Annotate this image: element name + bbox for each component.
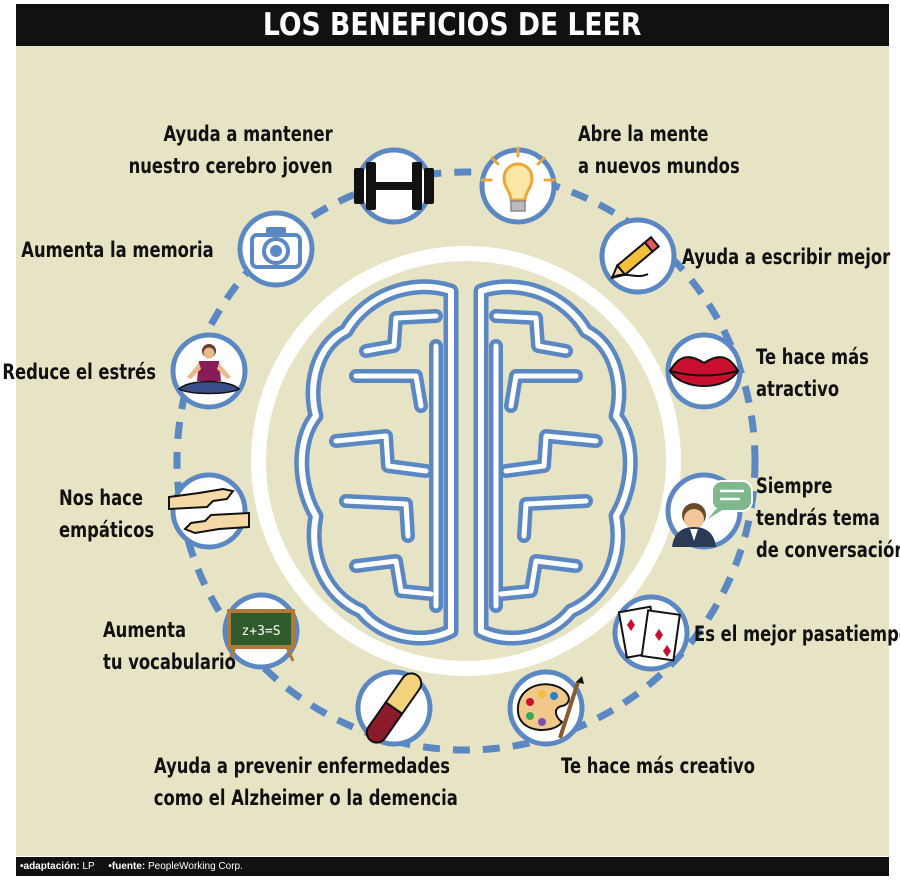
benefit-label-attractive: Te hace más atractivo — [756, 345, 869, 401]
adaptation-value: LP — [82, 861, 95, 872]
dashed-ring — [173, 168, 759, 754]
speech-bubble-icon — [672, 480, 753, 547]
pill-icon-circle — [355, 669, 433, 747]
benefit-label-creative: Te hace más creativo — [561, 754, 755, 778]
chalkboard-text: z+3=S — [241, 624, 280, 639]
pencil-icon-circle — [599, 217, 677, 295]
brain-icon — [294, 279, 638, 646]
footer-credits: •adaptación: LP •fuente: PeopleWorking C… — [16, 857, 889, 876]
page-title: LOS BENEFICIOS DE LEER — [263, 7, 642, 43]
lightbulb-icon — [480, 146, 556, 212]
benefit-label-stress: Reduce el estrés — [2, 360, 156, 384]
paint-palette-icon-circle — [507, 669, 585, 747]
benefit-label-conversation: Siempre tendrás tema de conversación — [756, 474, 900, 562]
source-label: •fuente: — [108, 861, 146, 872]
chalkboard-icon-circle: z+3=S — [222, 592, 300, 670]
hands-icon — [168, 487, 250, 535]
camera-icon-circle — [237, 210, 315, 288]
playing-cards-icon — [617, 605, 681, 662]
dumbbell-icon-circle — [354, 147, 434, 225]
lips-icon-circle — [665, 332, 743, 410]
pill-icon — [365, 672, 423, 744]
hands-icon-circle — [168, 472, 250, 550]
benefit-label-pastime: Es el mejor pasatiempo — [694, 622, 900, 646]
chalkboard-icon: z+3=S — [227, 609, 295, 662]
benefit-label-writing: Ayuda a escribir mejor — [682, 245, 891, 269]
playing-cards-icon-circle — [612, 594, 690, 672]
pencil-icon — [610, 235, 661, 280]
benefits-diagram: z+3=S — [168, 146, 759, 754]
adaptation-label: •adaptación: — [20, 861, 80, 872]
dumbbell-icon — [354, 162, 434, 210]
camera-icon — [250, 227, 302, 269]
benefit-label-open-mind: Abre la mente a nuevos mundos — [578, 122, 740, 178]
benefit-label-memory: Aumenta la memoria — [21, 238, 214, 262]
benefit-label-disease: Ayuda a prevenir enfermedades como el Al… — [153, 754, 458, 810]
title-bar: LOS BENEFICIOS DE LEER — [16, 4, 889, 46]
lips-icon — [668, 356, 740, 387]
brain-disc-inner — [266, 261, 666, 661]
benefit-label-young-brain: Ayuda a mantener nuestro cerebro joven — [128, 122, 333, 178]
meditation-icon-circle — [170, 332, 248, 410]
meditation-icon — [177, 344, 241, 395]
source-value: PeopleWorking Corp. — [148, 861, 243, 872]
lightbulb-icon-circle — [479, 146, 557, 225]
benefit-label-vocabulary: Aumenta tu vocabulario — [103, 618, 236, 674]
benefit-label-empathy: Nos hace empáticos — [59, 486, 155, 542]
content-panel: z+3=S — [2, 46, 900, 856]
speech-bubble-icon-circle — [665, 472, 753, 550]
paint-palette-icon — [516, 676, 584, 739]
